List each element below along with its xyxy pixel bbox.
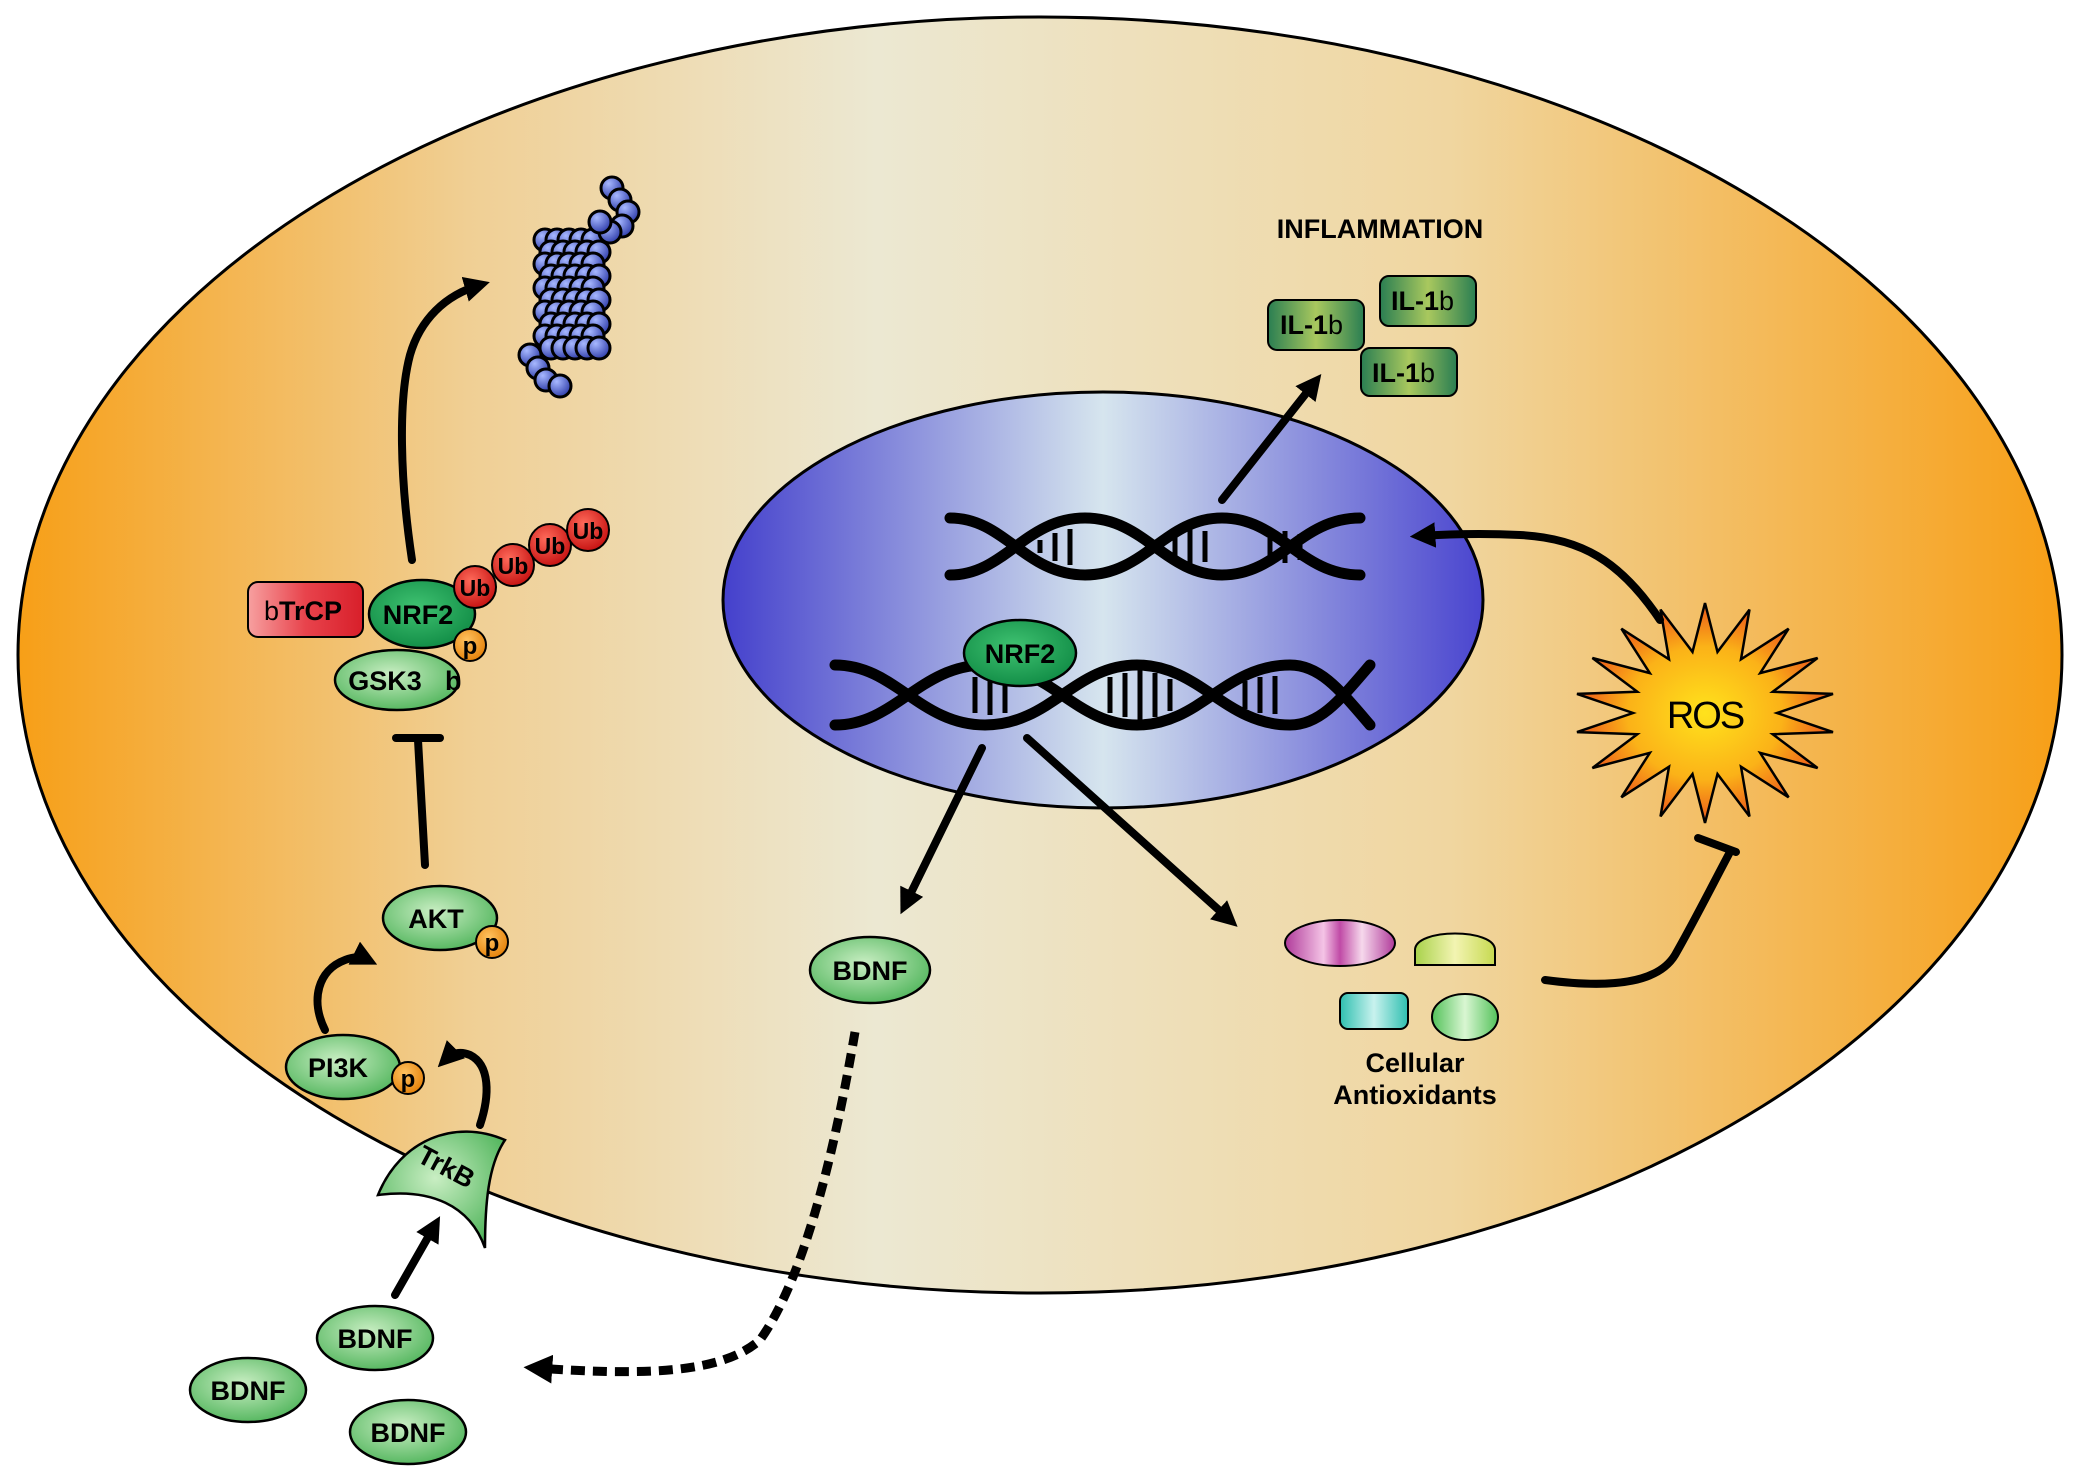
- bdnf-intracellular: BDNF: [808, 935, 932, 1005]
- svg-text:Ub: Ub: [535, 533, 566, 559]
- svg-text:IL-1b: IL-1b: [1372, 358, 1435, 388]
- svg-text:Ub: Ub: [573, 518, 604, 544]
- nrf2-cytoplasmic: NRF2: [367, 578, 477, 650]
- arrow-bdnf-to-trkb: [391, 1216, 441, 1299]
- akt-protein: AKT: [381, 884, 499, 952]
- svg-text:GSK3: GSK3: [348, 666, 422, 696]
- svg-text:Ub: Ub: [460, 575, 491, 601]
- arrow-dna-to-antioxidants: [1023, 734, 1238, 927]
- nrf2-bound-dna: NRF2: [962, 618, 1078, 688]
- svg-text:p: p: [463, 633, 478, 660]
- svg-text:BDNF: BDNF: [371, 1418, 446, 1448]
- ubiquitin-chain: Ub Ub Ub Ub: [453, 508, 610, 609]
- il1b-box-1: IL-1b: [1267, 299, 1365, 351]
- ros-label: ROS: [1667, 695, 1744, 737]
- svg-text:BDNF: BDNF: [833, 956, 908, 986]
- nrf2-nuclear-label: NRF2: [985, 639, 1056, 669]
- arrow-dna-to-il1b: [1218, 373, 1322, 504]
- svg-text:AKT: AKT: [408, 904, 464, 934]
- arrow-trkb-to-pi3k: [437, 1040, 491, 1129]
- gsk3b-protein: GSK3 b: [333, 648, 462, 712]
- nrf2-phospho: p: [453, 628, 487, 662]
- proteasome-bead: [586, 335, 612, 361]
- antioxidant-molecules: [1284, 919, 1499, 1041]
- svg-text:p: p: [485, 930, 500, 957]
- ros-burst: ROS: [1576, 602, 1834, 824]
- svg-text:BDNF: BDNF: [211, 1376, 286, 1406]
- svg-text:IL-1b: IL-1b: [1280, 310, 1343, 340]
- bdnf-extracellular-2: BDNF: [188, 1356, 308, 1424]
- proteasome: [517, 175, 641, 399]
- btrcp-protein: bTrCP: [247, 581, 364, 638]
- arrow-nrf2-to-proteasome: [397, 276, 490, 564]
- bdnf-extracellular-3: BDNF: [348, 1398, 468, 1466]
- il1b-box-2: IL-1b: [1379, 275, 1477, 327]
- svg-text:Ub: Ub: [498, 553, 529, 579]
- inhibit-akt-to-gsk3: [414, 736, 429, 869]
- trkb-receptor: TrkB: [376, 1130, 507, 1249]
- arrow-bdnf-secretion: [523, 1031, 860, 1384]
- pi3k-protein: PI3K: [284, 1033, 402, 1101]
- il1b-box-3: IL-1b: [1360, 347, 1458, 397]
- svg-text:bTrCP: bTrCP: [264, 596, 342, 626]
- inhibit-antioxidants-to-ros: [1541, 848, 1734, 988]
- svg-text:b: b: [445, 666, 462, 696]
- pi3k-phospho: p: [391, 1061, 425, 1095]
- svg-text:NRF2: NRF2: [383, 600, 454, 630]
- nucleus: [721, 390, 1485, 810]
- antioxidants-label-line2: Antioxidants: [1333, 1080, 1497, 1110]
- arrow-dna-to-bdnf: [900, 744, 986, 915]
- svg-text:IL-1b: IL-1b: [1391, 286, 1454, 316]
- bdnf-extracellular-1: BDNF: [315, 1304, 435, 1372]
- arrow-ros-to-dna: [1409, 522, 1664, 624]
- antioxidants-label-line1: Cellular: [1365, 1048, 1465, 1078]
- proteasome-bead: [547, 373, 573, 399]
- inhibit-bar-ros: [1694, 834, 1740, 856]
- proteasome-bead: [587, 209, 613, 235]
- akt-phospho: p: [475, 925, 509, 959]
- svg-text:PI3K: PI3K: [308, 1053, 369, 1083]
- inflammation-label: INFLAMMATION: [1277, 214, 1483, 244]
- svg-text:p: p: [401, 1066, 416, 1093]
- svg-text:BDNF: BDNF: [338, 1324, 413, 1354]
- dna-strand-top: [944, 512, 1366, 581]
- dna-strand-bottom: [829, 659, 1376, 731]
- arrow-pi3k-to-akt: [313, 941, 378, 1034]
